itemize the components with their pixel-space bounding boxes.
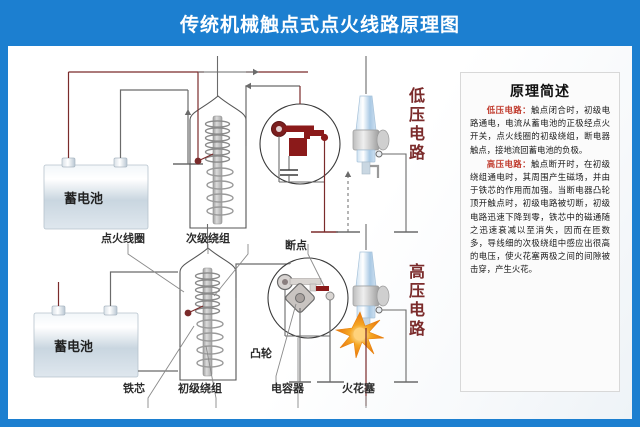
label-cam: 凸轮 [250, 347, 272, 360]
label-capacitor: 电容器 [271, 382, 304, 395]
bottom-circuit-group [33, 224, 418, 408]
label-secondary-winding: 次级绕组 [186, 232, 230, 245]
top-breaker-assembly [259, 86, 341, 233]
info-paragraph-low-voltage: 低压电路：触点闭合时，初级电路通电，电流从蓄电池的正极经点火开关，点火线圈的初级… [470, 104, 610, 157]
label-primary-winding: 初级绕组 [178, 382, 222, 395]
bottom-spark-plug [334, 224, 418, 406]
label-spark-plug: 火花塞 [342, 382, 375, 395]
info-panel-title: 原理简述 [510, 84, 570, 100]
diagram-canvas: 低 压 电 路 高 压 电 路 蓄电池 蓄电池 点火线圈 次级绕组 断点 凸轮 … [8, 46, 632, 419]
label-iron-core: 铁芯 [123, 382, 145, 395]
bottom-battery-label: 蓄电池 [54, 340, 94, 355]
page-title: 传统机械触点式点火线路原理图 [179, 13, 460, 36]
top-spark-plug [352, 56, 418, 233]
top-battery-label: 蓄电池 [64, 192, 104, 207]
poster-header: 传统机械触点式点火线路原理图 [0, 0, 640, 46]
principle-info-panel: 原理简述 低压电路：触点闭合时，初级电路通电，电流从蓄电池的正极经点火开关，点火… [460, 72, 620, 392]
label-break-point: 断点 [285, 239, 307, 252]
info-body-high-voltage: 触点断开时，在初级绕组通电时，其周围产生磁场，并由于铁芯的作用而加强。当断电器凸… [470, 158, 611, 275]
info-keyword-high-voltage: 高压电路： [486, 158, 531, 169]
info-keyword-low-voltage: 低压电路： [486, 105, 531, 115]
spark-burst [334, 311, 385, 359]
label-ignition-coil: 点火线圈 [101, 232, 145, 245]
bottom-battery [33, 271, 178, 378]
info-body-low-voltage: 触点闭合时，初级电路通电，电流从蓄电池的正极经点火开关，点火线圈的初级绕组，断电… [470, 105, 611, 155]
info-paragraph-high-voltage: 高压电路：触点断开时，在初级绕组通电时，其周围产生磁场，并由于铁芯的作用而加强。… [470, 158, 610, 277]
bottom-ignition-coil [179, 224, 237, 381]
circuit-schematic [33, 56, 418, 408]
label-leader-lines [127, 244, 367, 408]
top-battery [43, 157, 149, 230]
low-voltage-section-label: 低 压 电 路 [408, 86, 425, 162]
bottom-breaker-assembly [267, 257, 349, 383]
top-ignition-coil [189, 56, 247, 229]
top-circuit-group [43, 56, 418, 233]
high-voltage-section-label: 高 压 电 路 [408, 262, 425, 338]
